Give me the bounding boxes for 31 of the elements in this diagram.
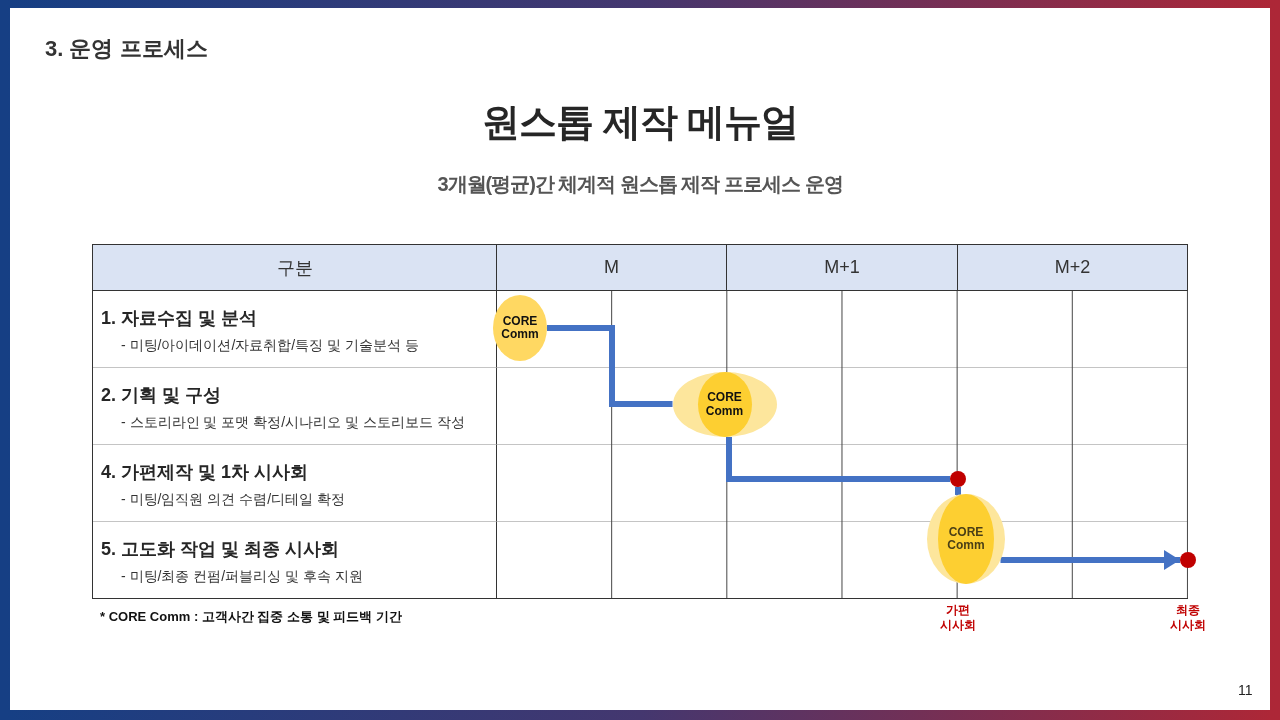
row-title: 4. 가편제작 및 1차 시사회 [101,462,309,484]
row-title: 5. 고도화 작업 및 최종 시사회 [101,539,340,561]
row-title: 2. 기획 및 구성 [101,385,221,407]
connector-arrow [1000,550,1180,570]
table-header-cell: 구분 [93,245,497,291]
table-header-cell: M+2 [958,245,1188,291]
ellipse-label: CORE Comm [947,525,985,553]
milestone-dot [950,471,966,487]
table-header-cell: M [497,245,727,291]
row-description: - 미팅/임직원 의견 수렴/디테일 확정 [121,490,345,508]
slide-title: 원스톱 제작 메뉴얼 [482,100,798,145]
milestone-label: 가편 시사회 [940,603,976,633]
milestone-label: 최종 시사회 [1170,603,1206,633]
connector-line [955,487,961,495]
core-comm-ellipse [493,295,547,361]
footnote: * CORE Comm : 고객사간 집중 소통 및 피드백 기간 [100,609,402,625]
ellipse-label: CORE Comm [501,314,539,342]
core-comm-ellipse [927,494,1005,584]
subtitle: 3개월(평균)간 체계적 원스톱 제작 프로세스 운영 [437,172,843,196]
page-number: 11 [1238,682,1253,699]
connector-line [726,436,950,482]
row-description: - 미팅/아이데이션/자료취합/특징 및 기술분석 등 [121,336,419,354]
core-comm-ellipse [672,372,777,437]
row-description: - 미팅/최종 컨펌/퍼블리싱 및 후속 지원 [121,567,363,585]
milestone-dot [1180,552,1196,568]
row-title: 1. 자료수집 및 분석 [101,308,257,330]
row-description: - 스토리라인 및 포맷 확정/시나리오 및 스토리보드 작성 [121,413,465,431]
section-heading: 3. 운영 프로세스 [45,36,208,63]
connector-line [547,325,673,407]
ellipse-label: CORE Comm [705,391,744,418]
table-header-cell: M+1 [727,245,958,291]
